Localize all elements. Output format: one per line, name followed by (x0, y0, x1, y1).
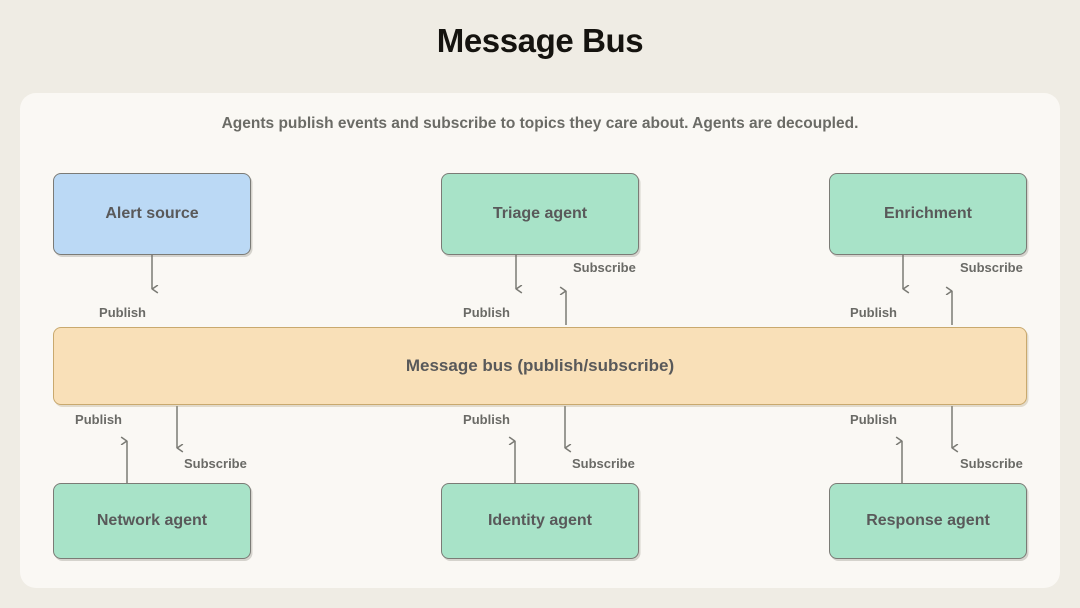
node-label: Network agent (96, 512, 208, 529)
edge-label-network-agent-publish: Publish (75, 412, 122, 427)
node-label: Alert source (105, 205, 199, 222)
edge-label-response-agent-publish: Publish (850, 412, 897, 427)
edge-label-enrichment-publish: Publish (850, 305, 897, 320)
edge-label-network-agent-subscribe: Subscribe (184, 456, 247, 471)
edge-label-enrichment-subscribe: Subscribe (960, 260, 1023, 275)
node-network-agent[interactable]: Network agent (53, 483, 251, 559)
edge-label-triage-agent-publish: Publish (463, 305, 510, 320)
node-enrichment[interactable]: Enrichment (829, 173, 1027, 255)
node-identity-agent[interactable]: Identity agent (441, 483, 639, 559)
edge-label-response-agent-subscribe: Subscribe (960, 456, 1023, 471)
bus-label: Message bus (publish/subscribe) (405, 356, 675, 375)
edge-label-identity-agent-subscribe: Subscribe (572, 456, 635, 471)
connector-arrows-layer (20, 255, 1060, 483)
node-label: Enrichment (883, 205, 972, 222)
page-title: Message Bus (436, 22, 644, 59)
edge-label-triage-agent-subscribe: Subscribe (573, 260, 636, 275)
node-alert-source[interactable]: Alert source (53, 173, 251, 255)
node-response-agent[interactable]: Response agent (829, 483, 1027, 559)
node-label: Triage agent (492, 205, 588, 222)
edge-label-identity-agent-publish: Publish (463, 412, 510, 427)
node-label: Identity agent (487, 512, 592, 529)
edge-label-alert-source-publish: Publish (99, 305, 146, 320)
node-label: Response agent (866, 512, 990, 529)
node-message-bus[interactable]: Message bus (publish/subscribe) (53, 327, 1027, 405)
diagram-card: Agents publish events and subscribe to t… (20, 93, 1060, 588)
node-triage-agent[interactable]: Triage agent (441, 173, 639, 255)
diagram-subtitle: Agents publish events and subscribe to t… (221, 115, 859, 132)
